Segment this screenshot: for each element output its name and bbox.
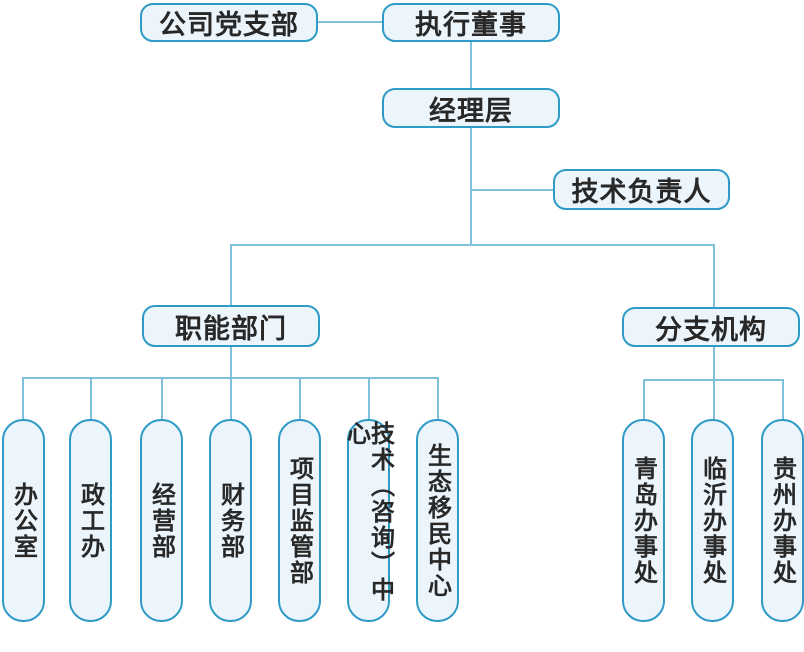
node-dept-technical-consulting-center-label: 技术（咨询）中心 — [342, 421, 395, 603]
node-dept-political-work-label: 政工办 — [76, 481, 105, 560]
node-dept-project-supervision: 项目监管部 — [278, 419, 321, 622]
node-executive-director-label: 执行董事 — [415, 10, 527, 41]
connector-line — [470, 127, 472, 245]
node-party-branch-label: 公司党支部 — [159, 10, 299, 41]
node-dept-ecological-migration-center-label: 生态移民中心 — [423, 442, 452, 599]
node-branch-organizations-label: 分支机构 — [655, 314, 767, 346]
connector-line — [713, 379, 715, 420]
connector-line — [437, 377, 439, 420]
connector-line — [368, 377, 370, 420]
node-dept-business: 经营部 — [140, 419, 183, 622]
connector-line — [782, 379, 784, 420]
node-office-qingdao-label: 青岛办事处 — [629, 455, 658, 586]
node-technical-lead: 技术负责人 — [553, 169, 730, 210]
connector-line — [318, 21, 382, 23]
connector-line — [713, 346, 715, 380]
connector-line — [713, 244, 715, 309]
node-dept-finance-label: 财务部 — [216, 481, 245, 560]
node-dept-business-label: 经营部 — [147, 481, 176, 560]
connector-line — [299, 377, 301, 420]
connector-line — [471, 189, 553, 191]
connector-line — [230, 244, 232, 307]
node-management-label: 经理层 — [429, 95, 513, 127]
connector-line — [230, 377, 232, 420]
node-office-qingdao: 青岛办事处 — [622, 419, 665, 622]
connector-line — [643, 379, 645, 420]
node-dept-political-work: 政工办 — [69, 419, 112, 622]
node-functional-departments: 职能部门 — [142, 305, 320, 347]
connector-line — [470, 42, 472, 89]
node-functional-departments-label: 职能部门 — [175, 313, 287, 345]
node-office-guizhou-label: 贵州办事处 — [768, 455, 797, 586]
node-dept-finance: 财务部 — [209, 419, 252, 622]
connector-line — [22, 377, 24, 420]
node-office-linyi: 临沂办事处 — [691, 419, 734, 622]
connector-line — [90, 377, 92, 420]
node-dept-office-label: 办公室 — [9, 481, 38, 560]
node-branch-organizations: 分支机构 — [622, 307, 800, 347]
node-office-guizhou: 贵州办事处 — [761, 419, 804, 622]
node-party-branch: 公司党支部 — [140, 3, 318, 42]
connector-line — [161, 377, 163, 420]
connector-line — [230, 346, 232, 378]
node-dept-technical-consulting-center: 技术（咨询）中心 — [342, 419, 395, 622]
node-dept-office: 办公室 — [2, 419, 45, 622]
node-dept-ecological-migration-center: 生态移民中心 — [416, 419, 459, 622]
node-dept-project-supervision-label: 项目监管部 — [285, 455, 314, 586]
node-management: 经理层 — [382, 88, 560, 128]
connector-line — [230, 244, 715, 246]
node-technical-lead-label: 技术负责人 — [571, 177, 712, 208]
node-office-linyi-label: 临沂办事处 — [698, 455, 727, 586]
node-executive-director: 执行董事 — [382, 3, 560, 42]
